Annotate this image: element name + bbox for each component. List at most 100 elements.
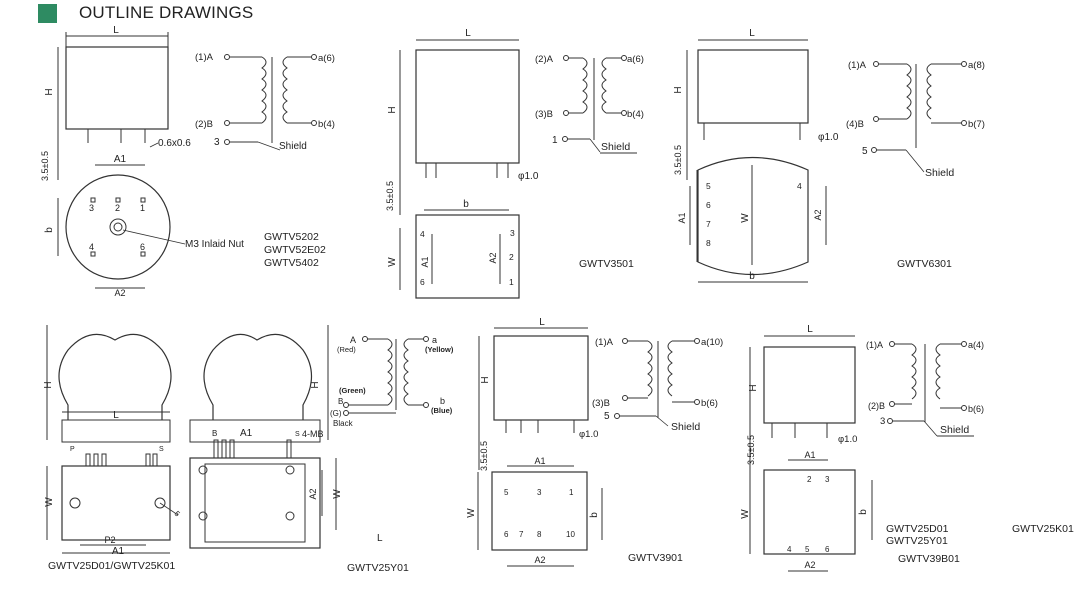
- model-gwtv25y01-b: GWTV25Y01: [886, 535, 948, 547]
- model-gwtv6301: GWTV6301: [897, 258, 952, 270]
- svg-text:b: b: [749, 271, 755, 282]
- svg-text:7: 7: [519, 530, 524, 539]
- svg-text:5: 5: [173, 509, 182, 518]
- drawing-gwtv6301: L H φ1.0 3.5±0.5 5 4 6 7 8 A1 A2 W b (1)…: [673, 28, 985, 283]
- svg-text:A1: A1: [677, 212, 687, 223]
- svg-text:8: 8: [537, 530, 542, 539]
- svg-text:A1: A1: [804, 450, 815, 460]
- svg-text:A1: A1: [240, 428, 253, 439]
- svg-text:3.5±0.5: 3.5±0.5: [479, 441, 489, 471]
- model-gwtv39b01: GWTV39B01: [898, 553, 960, 565]
- svg-text:B: B: [212, 429, 217, 438]
- svg-text:3: 3: [89, 203, 94, 213]
- svg-text:b(4): b(4): [318, 119, 335, 130]
- svg-text:1: 1: [509, 277, 514, 287]
- svg-text:4: 4: [420, 229, 425, 239]
- svg-text:Shield: Shield: [940, 424, 969, 436]
- svg-text:A2: A2: [813, 209, 823, 220]
- svg-text:W: W: [740, 213, 751, 223]
- svg-text:(Blue): (Blue): [431, 406, 453, 415]
- svg-text:A2: A2: [804, 560, 815, 570]
- model-gwtv5202: GWTV5202: [264, 231, 319, 243]
- model-gwtv25d01: GWTV25D01: [886, 523, 949, 535]
- svg-text:(Yellow): (Yellow): [425, 345, 454, 354]
- dim-06: 0.6x0.6: [158, 138, 191, 149]
- svg-text:5: 5: [862, 146, 868, 157]
- svg-text:2: 2: [115, 203, 120, 213]
- svg-text:5: 5: [604, 411, 610, 422]
- svg-text:3: 3: [880, 416, 885, 427]
- drawing-gwtv3501: L H φ1.0 3.5±0.5 b W 4 3 2 6 1 A1 A2 (2)…: [385, 28, 644, 299]
- svg-text:H: H: [673, 86, 684, 93]
- model-gwtv25k01: GWTV25K01: [1012, 523, 1074, 535]
- svg-text:(3)B: (3)B: [592, 398, 610, 409]
- section-title: OUTLINE DRAWINGS: [79, 3, 254, 22]
- drawing-gwtv39b01: L H φ1.0 3.5±0.5 A1 2 3 4 5 6 W b A2 (1)…: [740, 324, 984, 572]
- svg-text:5: 5: [504, 488, 509, 497]
- svg-text:Shield: Shield: [925, 167, 954, 179]
- svg-text:8: 8: [706, 238, 711, 248]
- svg-text:P2: P2: [104, 535, 115, 545]
- svg-text:b(7): b(7): [968, 119, 985, 130]
- svg-text:4: 4: [797, 181, 802, 191]
- svg-text:P: P: [70, 446, 75, 453]
- svg-text:1: 1: [569, 488, 574, 497]
- svg-text:(Red): (Red): [337, 345, 356, 354]
- svg-text:6: 6: [706, 200, 711, 210]
- svg-text:2: 2: [509, 252, 514, 262]
- svg-text:4-MB: 4-MB: [302, 429, 324, 439]
- model-gwtv52e02: GWTV52E02: [264, 244, 326, 256]
- svg-text:3: 3: [214, 137, 220, 148]
- svg-text:a(10): a(10): [701, 337, 723, 348]
- drawing-gwtv25y01: H B A1 S 4-MB A2 W L A (Red) (Green) B a…: [189, 325, 454, 549]
- model-gwtv5402: GWTV5402: [264, 257, 319, 269]
- dim-h: H: [44, 88, 55, 95]
- svg-text:(1)A: (1)A: [595, 337, 614, 348]
- svg-text:(1)A: (1)A: [866, 340, 883, 350]
- svg-text:3.5±0.5: 3.5±0.5: [385, 181, 395, 211]
- svg-text:S: S: [159, 446, 164, 453]
- svg-text:Shield: Shield: [279, 141, 307, 152]
- svg-text:φ1.0: φ1.0: [518, 171, 539, 182]
- model-gwtv25y01: GWTV25Y01: [347, 562, 409, 574]
- svg-text:Shield: Shield: [601, 141, 630, 153]
- svg-text:L: L: [465, 28, 471, 39]
- svg-text:W: W: [387, 257, 398, 267]
- svg-text:A1: A1: [112, 546, 125, 557]
- svg-text:10: 10: [566, 530, 575, 539]
- dim-l: L: [113, 25, 119, 36]
- svg-text:W: W: [332, 489, 343, 499]
- svg-text:a(6): a(6): [627, 54, 644, 65]
- svg-text:A: A: [350, 335, 356, 345]
- svg-text:1: 1: [552, 135, 558, 146]
- svg-text:6: 6: [140, 242, 145, 252]
- drawing-gwtv5202: L H 0.6x0.6 3.5±0.5 A1 3 2 1 4 6 b A2 M3…: [40, 25, 335, 298]
- svg-text:b: b: [463, 199, 469, 210]
- svg-text:7: 7: [706, 219, 711, 229]
- svg-text:A1: A1: [420, 256, 430, 267]
- header-accent-square: [38, 3, 57, 23]
- svg-text:Shield: Shield: [671, 421, 700, 433]
- svg-text:b: b: [858, 509, 869, 515]
- svg-text:(2)B: (2)B: [868, 401, 885, 411]
- svg-text:(3)B: (3)B: [535, 109, 553, 120]
- dim-35: 3.5±0.5: [40, 151, 50, 181]
- svg-text:b: b: [440, 396, 445, 406]
- svg-text:a: a: [432, 335, 437, 345]
- svg-text:5: 5: [805, 545, 810, 554]
- svg-text:H: H: [387, 106, 398, 113]
- svg-text:S: S: [295, 431, 300, 438]
- svg-text:3.5±0.5: 3.5±0.5: [673, 145, 683, 175]
- svg-text:5: 5: [706, 181, 711, 191]
- svg-text:H: H: [748, 384, 759, 391]
- svg-text:3.5±0.5: 3.5±0.5: [746, 435, 756, 465]
- svg-text:a(4): a(4): [968, 340, 984, 350]
- m3-nut-label: M3 Inlaid Nut: [185, 239, 244, 250]
- svg-text:H: H: [480, 376, 491, 383]
- svg-text:A2: A2: [488, 252, 498, 263]
- svg-text:2: 2: [807, 475, 812, 484]
- svg-text:L: L: [749, 28, 755, 39]
- svg-text:H: H: [310, 381, 321, 388]
- model-gwtv3501: GWTV3501: [579, 258, 634, 270]
